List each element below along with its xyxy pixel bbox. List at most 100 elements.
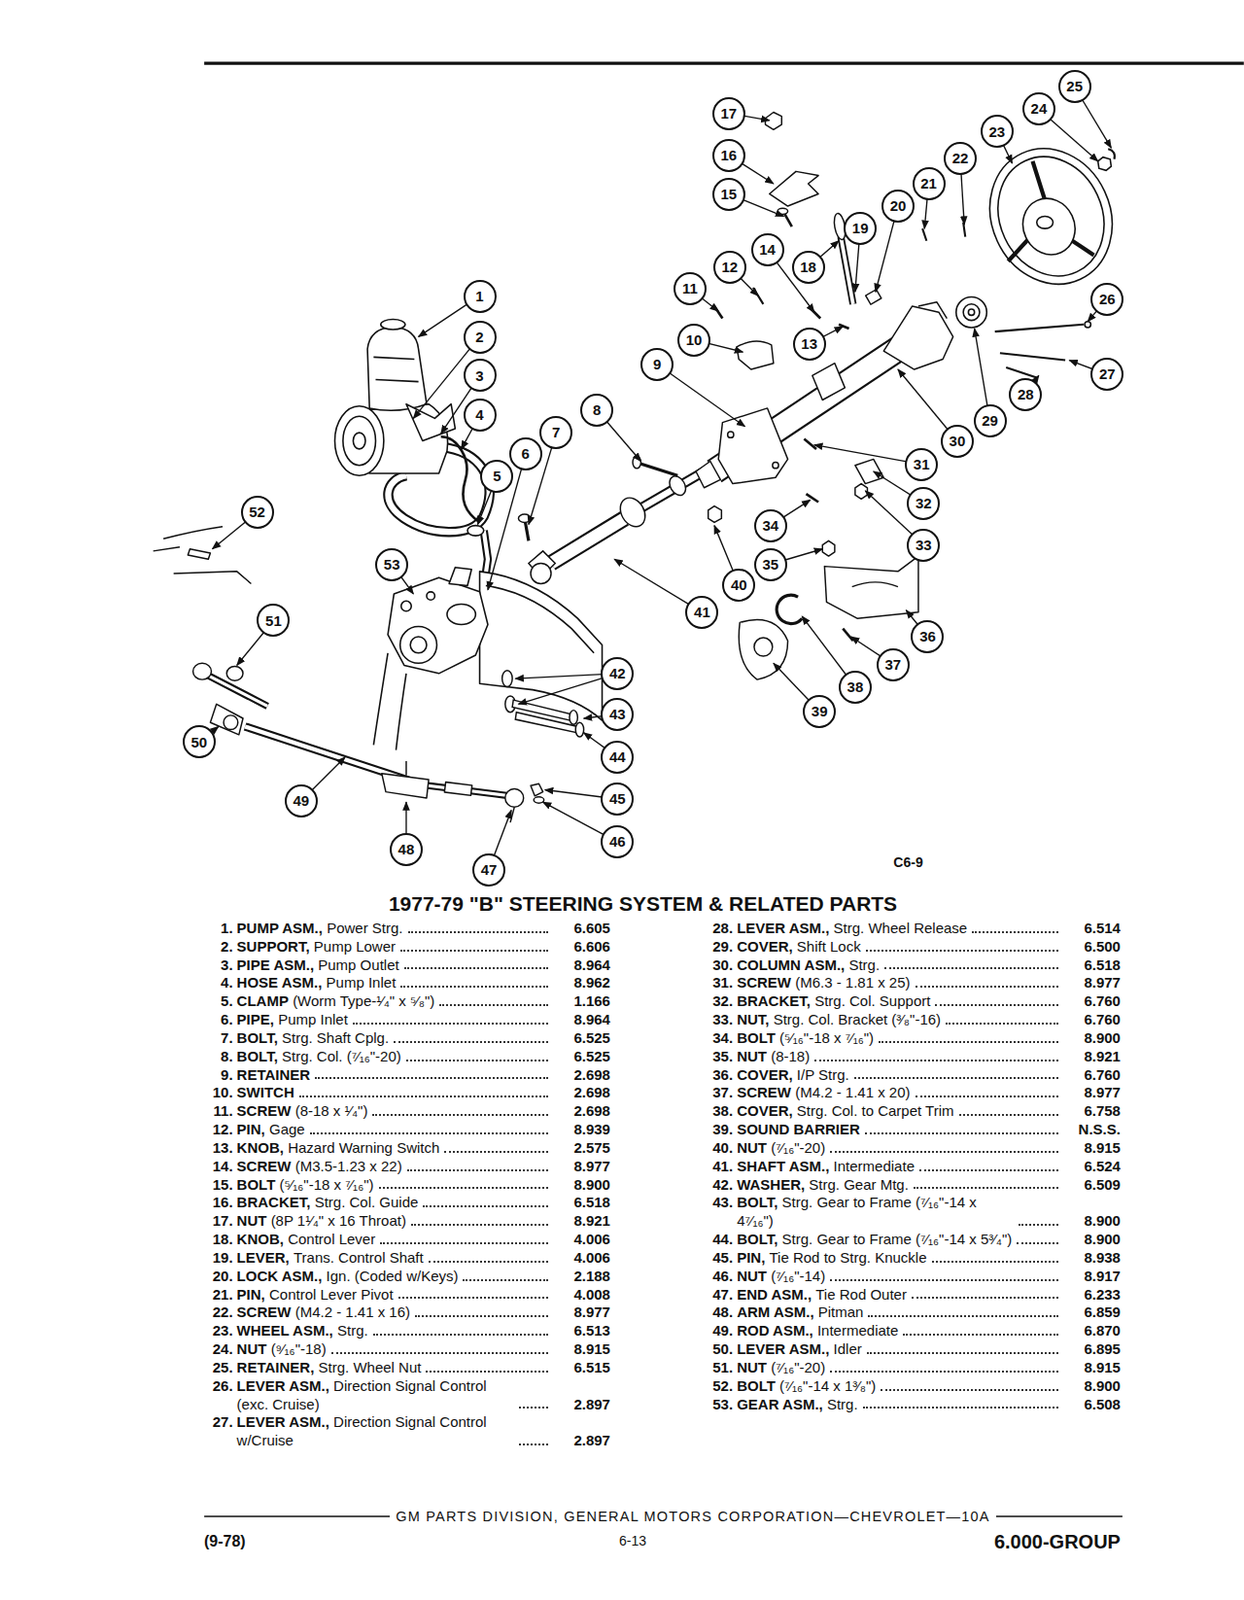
callout-number: 9	[653, 356, 661, 373]
part-description: Pump Inlet	[277, 1010, 348, 1028]
callout-number: 43	[609, 706, 626, 723]
callout-number: 7	[552, 424, 560, 441]
part-name: BRACKET,	[736, 992, 811, 1009]
part-name: SOUND BARRIER	[736, 1120, 861, 1138]
frame-and-gear	[400, 626, 438, 664]
part-description: Strg. Col. Support	[814, 992, 931, 1009]
parts-list-row: 4.HOSE ASM.,Pump Inlet8.962	[237, 973, 611, 993]
leader-dots	[902, 1333, 1059, 1336]
leader-dots	[1018, 1223, 1059, 1226]
part-name: ROD ASM.,	[736, 1321, 814, 1339]
part-text: SCREW(M6.3 - 1.81 x 25)	[736, 973, 910, 993]
callout-number: 33	[915, 537, 933, 553]
part-text: SCREW(8-18 x ¹⁄₄")	[237, 1102, 369, 1121]
parts-list-row: 45.PIN,Tie Rod to Strg. Knuckle8.938	[736, 1248, 1121, 1268]
leader-dots	[398, 1296, 549, 1299]
part-code: 6.859	[1064, 1303, 1121, 1322]
parts-list-row: 41.SHAFT ASM.,Intermediate6.524	[736, 1157, 1121, 1176]
part-code: 6.760	[1064, 1066, 1121, 1085]
parts-list-row: 50.LEVER ASM.,Idler6.895	[736, 1340, 1121, 1359]
part-code: 6.758	[1064, 1102, 1121, 1121]
power-steering-pump	[367, 326, 427, 411]
part-text: BOLT,Strg. Shaft Cplg.	[237, 1029, 389, 1048]
part-description: Strg. Gear Mtg.	[808, 1175, 909, 1193]
callout-circle: 17	[712, 97, 746, 131]
callout-circle: 4	[463, 398, 497, 432]
part-name: NUT	[736, 1139, 767, 1156]
callout-circle: 42	[600, 656, 634, 691]
part-text: LEVER,Trans. Control Shaft	[237, 1248, 424, 1268]
leader-dots	[406, 1059, 549, 1062]
part-text: LEVER ASM.,Direction Signal Control w/Cr…	[237, 1413, 515, 1451]
callout-circle: 51	[256, 603, 290, 637]
part-text: PIPE ASM.,Pump Outlet	[237, 956, 400, 975]
power-steering-pump	[373, 356, 418, 381]
part-number: 3.	[220, 956, 234, 975]
part-text: PIN,Control Lever Pivot	[237, 1285, 394, 1305]
part-name: BOLT	[237, 1175, 277, 1193]
part-text: SCREW(M4.2 - 1.41 x 20)	[736, 1083, 910, 1103]
part-text: BOLT(⁵⁄₁₆"-18 x ⁷⁄₁₆")	[736, 1029, 874, 1048]
part-text: SCREW(M4.2 - 1.41 x 16)	[237, 1303, 411, 1322]
part-name: SCREW	[237, 1157, 292, 1175]
part-number: 13.	[212, 1139, 234, 1158]
steering-linkage	[193, 662, 212, 680]
parts-list-row: 26.LEVER ASM.,Direction Signal Control (…	[237, 1377, 611, 1415]
intermediate-shaft	[638, 463, 678, 477]
part-text: BOLT(⁷⁄₁₆"-14 x 1³⁄₈")	[736, 1377, 876, 1396]
steering-column	[772, 462, 779, 469]
steering-wheel	[1098, 157, 1112, 172]
callout-number: 51	[265, 613, 282, 629]
leader-dots	[373, 1333, 549, 1336]
callout-number: 27	[1099, 366, 1116, 382]
part-description: Strg. Shaft Cplg.	[281, 1029, 389, 1046]
gear-mount-bolts	[569, 710, 578, 726]
leader-dots	[915, 985, 1059, 988]
part-name: LEVER ASM.,	[736, 1340, 830, 1357]
column-small-parts	[777, 207, 788, 214]
part-description: (M4.2 - 1.41 x 16)	[295, 1303, 411, 1320]
steering-wheel	[956, 128, 1135, 378]
column-small-parts	[736, 341, 774, 370]
part-code: 8.915	[553, 1340, 611, 1359]
leader-dots	[462, 1278, 548, 1281]
part-code: 6.525	[553, 1047, 611, 1067]
part-code: 6.515	[553, 1358, 611, 1378]
part-code: 4.006	[553, 1230, 611, 1249]
column-small-parts	[855, 458, 884, 484]
steering-column	[695, 460, 721, 487]
part-code: N.S.S.	[1064, 1120, 1121, 1140]
part-description: (⁵⁄₁₆"-18 x ⁷⁄₁₆")	[279, 1175, 375, 1193]
part-number: 46.	[712, 1267, 733, 1286]
part-description: Shift Lock	[796, 937, 862, 955]
part-text: BRACKET,Strg. Col. Support	[736, 992, 931, 1011]
part-number: 39.	[712, 1120, 733, 1140]
intermediate-shaft	[632, 455, 641, 469]
steering-column	[865, 289, 882, 305]
frame-and-gear	[426, 591, 435, 600]
part-description: Strg.	[337, 1321, 369, 1339]
frame-and-gear	[485, 586, 594, 654]
part-name: SCREW	[736, 973, 792, 991]
part-number: 6.	[220, 1010, 234, 1030]
steering-wheel	[1107, 148, 1115, 159]
part-name: COVER,	[736, 1102, 794, 1119]
part-description: (⁷⁄₁₆"-14)	[770, 1267, 826, 1284]
part-text: RETAINER,Strg. Wheel Nut	[237, 1358, 422, 1378]
part-text: NUT(⁹⁄₁₆"-18)	[237, 1340, 327, 1359]
column-small-parts	[803, 438, 817, 449]
part-name: COLUMN ASM.,	[736, 956, 845, 973]
leader-dots	[867, 1314, 1058, 1317]
parts-list-row: 29.COVER,Shift Lock6.500	[736, 937, 1121, 957]
part-description: Pump Outlet	[317, 956, 399, 973]
parts-list-row: 49.ROD ASM.,Intermediate6.870	[736, 1321, 1121, 1341]
callout-circle: 30	[940, 424, 974, 458]
part-name: RETAINER,	[237, 1358, 315, 1376]
callout-number: 16	[720, 147, 737, 164]
leader-dots	[884, 967, 1059, 969]
part-name: NUT	[237, 1211, 268, 1229]
leader-dots	[379, 1186, 549, 1189]
parts-list-row: 25.RETAINER,Strg. Wheel Nut6.515	[237, 1358, 611, 1378]
callout-circle: 18	[792, 250, 826, 284]
parts-list-row: 43.BOLT,Strg. Gear to Frame (⁷⁄₁₆"-14 x …	[736, 1193, 1121, 1231]
